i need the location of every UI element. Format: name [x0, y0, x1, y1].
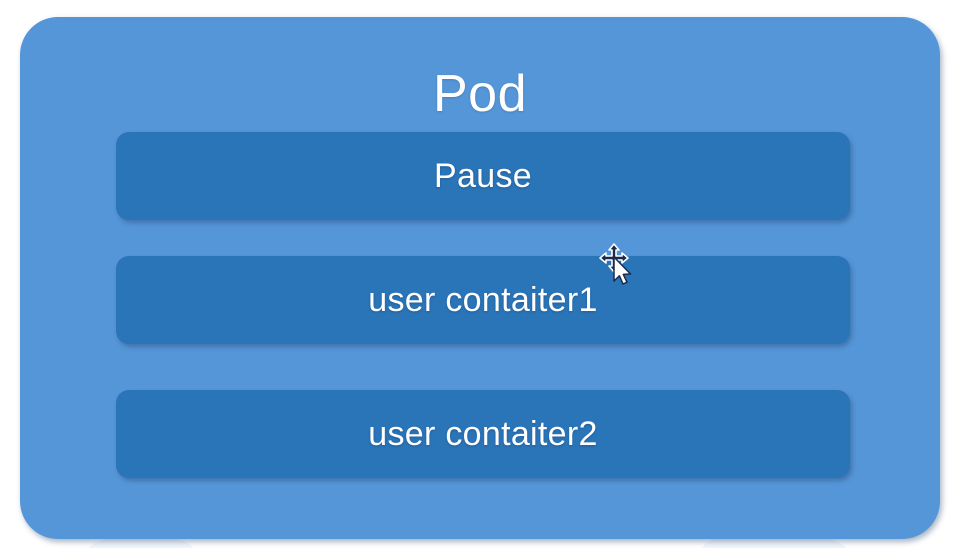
- user-container-2-box[interactable]: user contaiter2: [116, 390, 850, 478]
- pod-title: Pod: [432, 65, 528, 123]
- user-container-2-label: user contaiter2: [368, 415, 598, 453]
- pause-container-box[interactable]: Pause: [116, 132, 850, 220]
- pause-container-label: Pause: [434, 157, 532, 195]
- pod-container-box: Pod Pause user contaiter1 user contaiter…: [20, 17, 940, 539]
- user-container-1-box[interactable]: user contaiter1: [116, 256, 850, 344]
- user-container-1-label: user contaiter1: [368, 281, 598, 319]
